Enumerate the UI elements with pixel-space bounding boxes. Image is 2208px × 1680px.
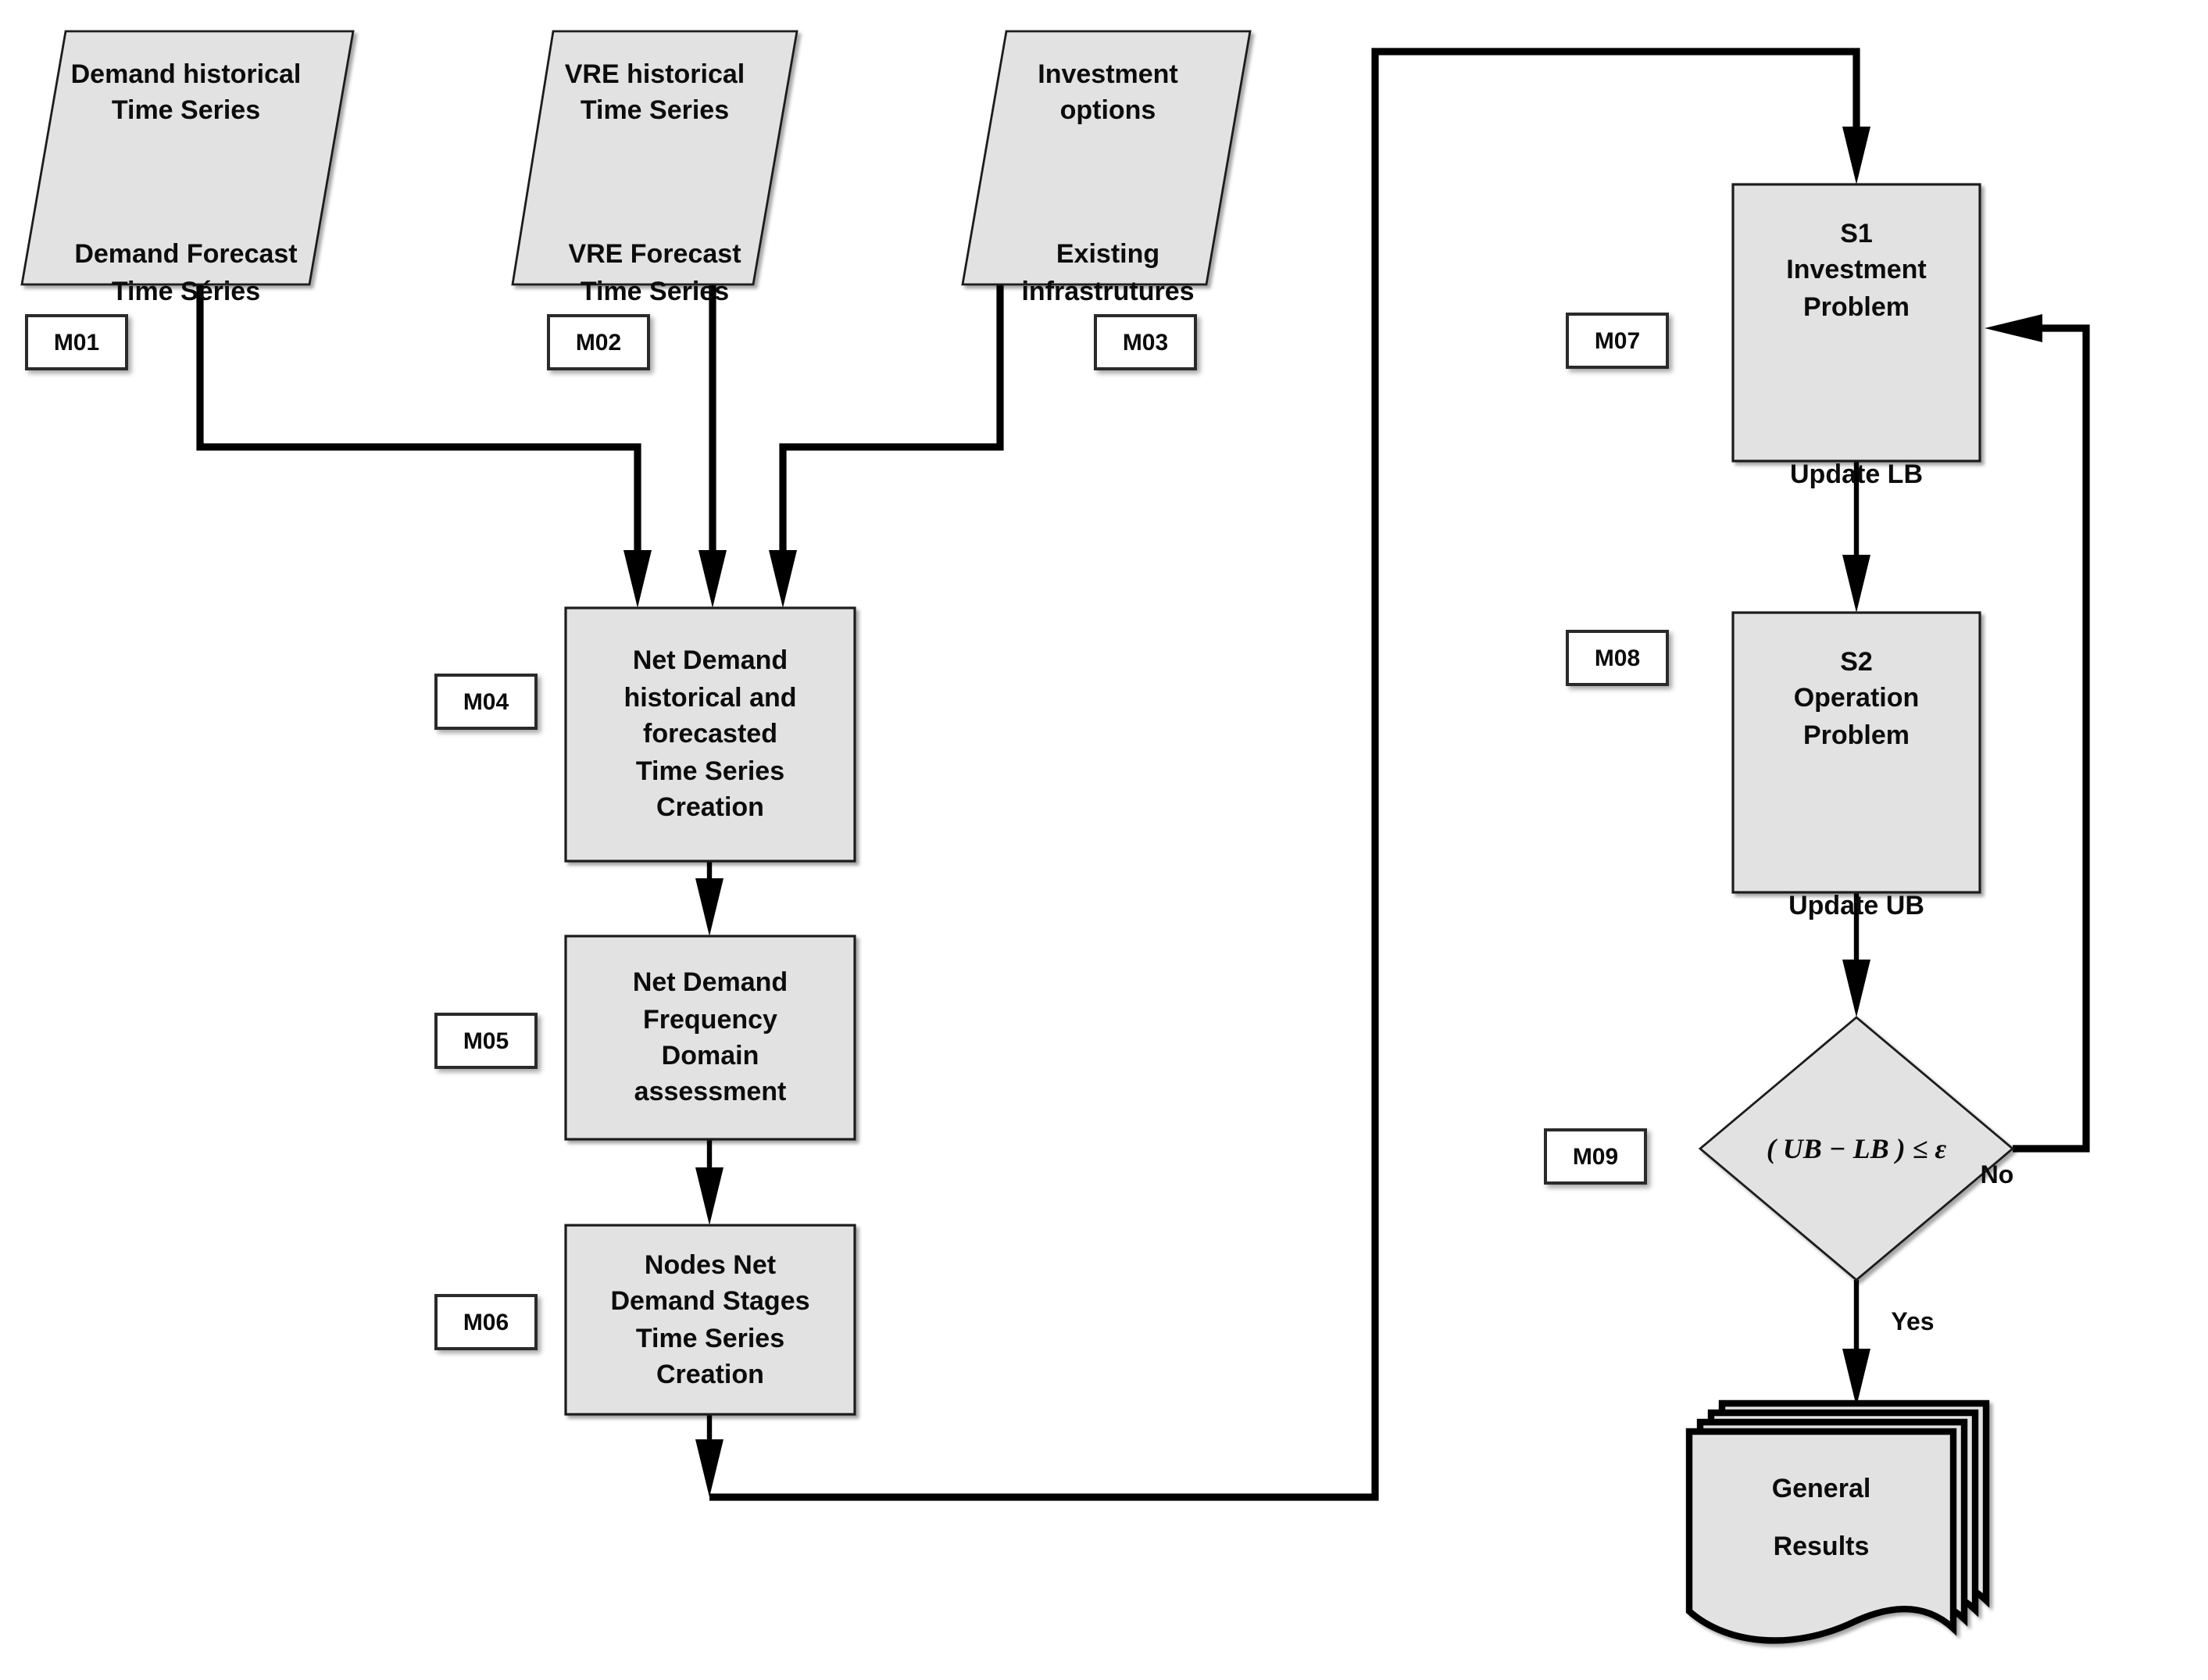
input-investment-line-a: Investment options — [1038, 59, 1178, 126]
nodes-group — [20, 30, 2015, 1644]
arrowhead-into-m04-left — [623, 550, 652, 608]
arrowhead-into-m05 — [695, 878, 723, 936]
input-vre-line-a: VRE historical Time Series — [564, 59, 745, 126]
label-m09: M09 — [1544, 1128, 1647, 1185]
label-m01: M01 — [25, 314, 128, 370]
connector-m01-to-m04 — [196, 284, 641, 555]
connectors-group — [196, 48, 2090, 1501]
label-m02: M02 — [547, 314, 650, 370]
process-m04-text: Net Demand historical and forecasted Tim… — [623, 645, 797, 823]
process-m04-box — [564, 606, 856, 863]
input-demand-parallelogram — [20, 30, 355, 286]
process-s2-text: S2 Operation Problem Update UB — [1733, 613, 1980, 949]
arrowhead-into-m04-mid — [698, 550, 727, 608]
process-s2-box — [1731, 611, 1981, 894]
process-s1-text: S1 Investment Problem Update LB — [1733, 184, 1980, 517]
label-m07: M07 — [1566, 313, 1669, 369]
label-m05: M05 — [434, 1013, 538, 1069]
input-investment-parallelogram — [961, 30, 1252, 286]
input-vre-line-b: VRE Forecast Time Series — [568, 239, 741, 306]
results-document-text: General Results — [1771, 1473, 1871, 1561]
input-demand-text: Demand historical Time Series Demand For… — [25, 31, 347, 341]
connector-m03-to-m04 — [779, 284, 1004, 555]
connector-no-loop — [2013, 324, 2090, 1153]
branch-label-yes: Yes — [1891, 1310, 1935, 1336]
branch-label-no: No — [1980, 1163, 2014, 1189]
input-investment-text: Investment options Existing infrastrutur… — [966, 31, 1250, 341]
decision-condition-text: ( UB − LB ) ≤ ε — [1766, 1132, 1947, 1164]
label-m08: M08 — [1566, 630, 1669, 686]
process-m06-box — [564, 1224, 856, 1416]
arrowhead-m06-elbow — [695, 1439, 723, 1497]
process-s1-box — [1731, 183, 1981, 463]
input-vre-parallelogram — [511, 30, 799, 286]
label-m06: M06 — [434, 1294, 538, 1350]
process-m05-box — [564, 935, 856, 1141]
arrowhead-into-s2 — [1842, 555, 1870, 613]
input-demand-line-b: Demand Forecast Time Séries — [74, 239, 298, 306]
process-m06-text: Nodes Net Demand Stages Time Series Crea… — [610, 1249, 810, 1389]
decision-diamond — [1698, 1016, 2015, 1281]
input-demand-line-a: Demand historical Time Series — [70, 59, 302, 126]
s1-update: Update LB — [1790, 459, 1923, 489]
s2-update: Update UB — [1788, 890, 1924, 920]
arrowhead-into-m06 — [695, 1167, 723, 1225]
results-document-shape — [1685, 1399, 1990, 1644]
arrowhead-into-decision — [1842, 960, 1870, 1017]
input-vre-text: VRE historical Time Series VRE Forecast … — [513, 31, 797, 341]
s1-title: S1 Investment Problem — [1786, 219, 1927, 322]
arrowhead-no-into-s1 — [1985, 314, 2042, 342]
document-page-front — [1685, 1428, 1957, 1644]
s2-title: S2 Operation Problem — [1793, 647, 1920, 750]
label-m04: M04 — [434, 674, 538, 730]
label-m03: M03 — [1094, 314, 1197, 370]
arrowhead-into-m04-right — [769, 550, 797, 608]
arrowhead-into-s1-top — [1842, 127, 1870, 184]
arrowhead-yes-into-results — [1842, 1349, 1870, 1407]
connector-m06-to-s1 — [709, 48, 1860, 1501]
process-m05-text: Net Demand Frequency Domain assessment — [632, 967, 788, 1107]
input-investment-line-b: Existing infrastrutures — [1021, 239, 1195, 306]
